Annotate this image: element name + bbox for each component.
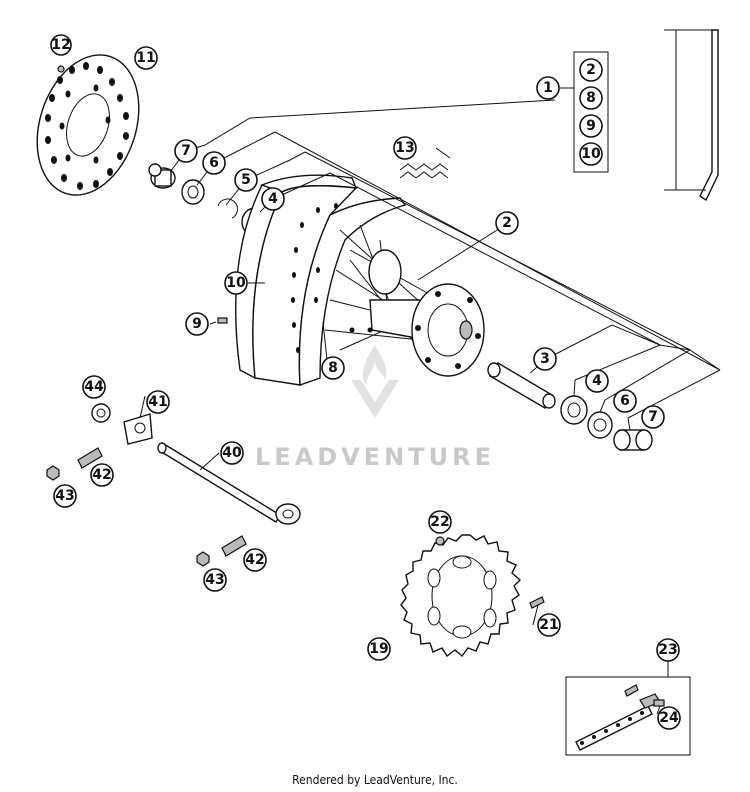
svg-text:13: 13 (395, 140, 414, 156)
callout-23: 23 (656, 638, 680, 662)
svg-text:5: 5 (241, 172, 251, 188)
callout-5: 5 (234, 168, 258, 192)
right-spacer-bushing (613, 429, 653, 451)
right-seal (587, 411, 613, 439)
svg-text:22: 22 (430, 514, 449, 530)
svg-text:4: 4 (268, 191, 278, 207)
kit-item-10: 10 (579, 142, 603, 166)
svg-text:6: 6 (620, 393, 630, 409)
callout-4-left: 4 (261, 187, 285, 211)
circlip (217, 198, 239, 219)
brake-disc (36, 54, 140, 196)
callout-7-right: 7 (641, 405, 665, 429)
callout-11: 11 (134, 46, 158, 70)
valve-screw (217, 317, 228, 324)
callout-4-right: 4 (585, 369, 609, 393)
callout-44: 44 (82, 375, 106, 399)
kit-box (573, 51, 609, 173)
adjuster-bolt-a (77, 447, 103, 469)
left-spacer-bushing (148, 163, 176, 189)
gasket-symbol (399, 163, 449, 179)
callout-8: 8 (321, 356, 345, 380)
svg-text:43: 43 (55, 488, 74, 504)
svg-text:7: 7 (648, 409, 658, 425)
adjuster-bolt-b (221, 535, 247, 557)
svg-text:12: 12 (51, 37, 70, 53)
callout-7-left: 7 (174, 139, 198, 163)
svg-text:24: 24 (659, 710, 679, 726)
callout-42-upper: 42 (90, 463, 114, 487)
svg-text:44: 44 (84, 379, 104, 395)
callout-21: 21 (537, 613, 561, 637)
axle-nut (91, 403, 111, 423)
kit-item-8: 8 (579, 86, 603, 110)
chain-box (565, 676, 691, 756)
right-spacer-tube (487, 362, 556, 409)
watermark-text: LEADVENTURE (255, 443, 495, 471)
disc-screw (57, 65, 65, 73)
right-bearing (560, 395, 588, 425)
svg-text:8: 8 (328, 360, 338, 376)
svg-text:19: 19 (369, 641, 388, 657)
svg-text:7: 7 (181, 143, 191, 159)
footer-credit: Rendered by LeadVenture, Inc. (292, 773, 458, 787)
svg-text:23: 23 (658, 642, 677, 658)
rear-axle (157, 442, 301, 525)
callout-6-right: 6 (613, 389, 637, 413)
callout-42-lower: 42 (243, 548, 267, 572)
kit-item-label: 2 (586, 62, 596, 78)
callout-3: 3 (533, 347, 557, 371)
callout-24: 24 (657, 706, 681, 730)
svg-text:41: 41 (148, 394, 167, 410)
svg-text:10: 10 (226, 275, 246, 291)
svg-text:2: 2 (502, 215, 512, 231)
svg-text:9: 9 (192, 316, 202, 332)
svg-text:3: 3 (540, 351, 550, 367)
wheel-rim (234, 174, 407, 386)
svg-text:21: 21 (539, 617, 558, 633)
rear-sprocket (400, 534, 522, 658)
kit-item-label: 10 (581, 146, 601, 162)
svg-text:43: 43 (205, 572, 224, 588)
svg-text:11: 11 (136, 50, 155, 66)
svg-text:42: 42 (92, 467, 111, 483)
callout-41: 41 (146, 390, 170, 414)
callout-40: 40 (220, 441, 244, 465)
wheel-hub (349, 249, 485, 377)
callout-2: 2 (495, 211, 519, 235)
callout-9: 9 (185, 312, 209, 336)
callout-1: 1 (536, 76, 560, 100)
leadventure-logo (351, 345, 399, 418)
svg-text:4: 4 (592, 373, 602, 389)
chain-adjuster-left (123, 413, 153, 445)
adjuster-nut-a (46, 465, 60, 481)
callout-12: 12 (50, 34, 72, 56)
svg-text:1: 1 (543, 80, 553, 96)
kit-item-2: 2 (579, 58, 603, 82)
adjuster-nut-b (196, 551, 210, 567)
callout-43-upper: 43 (53, 484, 77, 508)
kit-item-9: 9 (579, 114, 603, 138)
chain-link (653, 699, 665, 707)
svg-text:42: 42 (245, 552, 264, 568)
sprocket-bolt (529, 596, 545, 609)
callout-22: 22 (428, 510, 452, 534)
svg-text:40: 40 (222, 445, 242, 461)
spoke-single (664, 29, 719, 202)
callout-19: 19 (367, 637, 391, 661)
callout-13: 13 (393, 136, 417, 160)
callout-10: 10 (224, 271, 248, 295)
callout-43-lower: 43 (203, 568, 227, 592)
kit-item-label: 8 (586, 90, 596, 106)
svg-text:6: 6 (209, 155, 219, 171)
left-seal (181, 179, 205, 205)
callout-6-left: 6 (202, 151, 226, 175)
kit-item-label: 9 (586, 118, 596, 134)
sprocket-nut (435, 536, 445, 546)
